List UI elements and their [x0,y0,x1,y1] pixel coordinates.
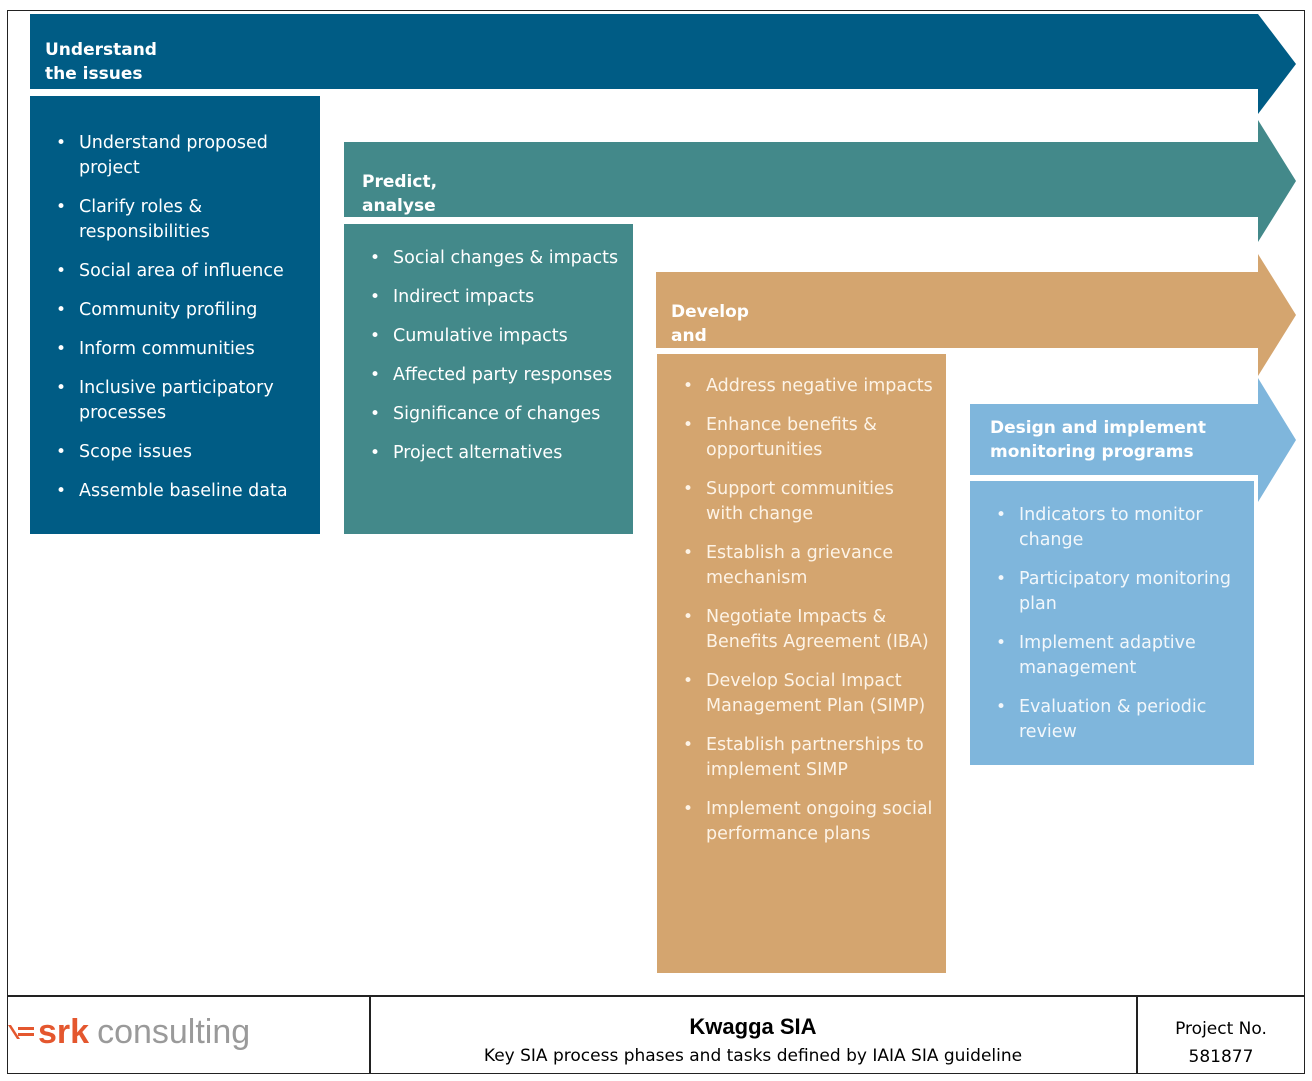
list-item: Social area of influence [52,259,304,284]
list-item: Implement ongoing social performance pla… [679,797,934,847]
footer-top-border [7,995,1305,997]
list-item: Scope issues [52,440,304,465]
list-item: Address negative impacts [679,374,934,399]
phase-1-title: Understand the issues [45,40,157,84]
list-item: Indirect impacts [366,285,621,310]
phase-4-panel: Indicators to monitor change Participato… [970,481,1254,765]
footer-divider-left [369,995,371,1074]
list-item: Significance of changes [366,402,621,427]
logo-text: consulting [97,1012,251,1051]
footer-divider-right [1136,995,1138,1074]
list-item: Inform communities [52,337,304,362]
project-number-block: Project No. 581877 [1137,1015,1305,1071]
phase-1-panel: Understand proposed project Clarify role… [30,96,320,534]
list-item: Develop Social Impact Management Plan (S… [679,669,934,719]
list-item: Understand proposed project [52,131,304,181]
phase-4-arrow-shape [970,378,1296,502]
list-item: Establish partnerships to implement SIMP [679,733,934,783]
footer-subtitle: Key SIA process phases and tasks defined… [483,1046,1023,1066]
phase-3-arrow-shape [656,254,1296,376]
phase-2-arrow-shape [344,120,1296,242]
list-item: Enhance benefits & opportunities [679,413,934,463]
srk-logo: srk consulting [8,1012,250,1052]
project-label: Project No. [1175,1019,1267,1039]
list-item: Affected party responses [366,363,621,388]
phase-4-title: Design and implement monitoring programs [990,418,1206,462]
list-item: Inclusive participatory processes [52,376,304,426]
srk-logo-mark [8,1025,34,1039]
list-item: Indicators to monitor change [992,503,1244,553]
project-number: 581877 [1188,1047,1254,1067]
phase-1-arrow-shape [30,14,1296,114]
phase-1-task-list: Understand proposed project Clarify role… [52,131,304,504]
list-item: Negotiate Impacts & Benefits Agreement (… [679,605,934,655]
list-item: Project alternatives [366,441,621,466]
phase-2-task-list: Social changes & impacts Indirect impact… [366,246,621,466]
list-item: Participatory monitoring plan [992,567,1244,617]
list-item: Cumulative impacts [366,324,621,349]
phase-3-panel: Address negative impacts Enhance benefit… [657,354,946,973]
list-item: Support communities with change [679,477,934,527]
list-item: Establish a grievance mechanism [679,541,934,591]
list-item: Implement adaptive management [992,631,1244,681]
list-item: Community profiling [52,298,304,323]
footer-title: Kwagga SIA [689,1014,817,1039]
logo-brand: srk [38,1012,90,1051]
figure-frame [7,10,1305,1074]
list-item: Clarify roles & responsibilities [52,195,304,245]
phase-2-panel: Social changes & impacts Indirect impact… [344,224,633,534]
list-item: Assemble baseline data [52,479,304,504]
phase-3-task-list: Address negative impacts Enhance benefit… [679,374,934,847]
phase-4-task-list: Indicators to monitor change Participato… [992,503,1244,745]
list-item: Evaluation & periodic review [992,695,1244,745]
list-item: Social changes & impacts [366,246,621,271]
